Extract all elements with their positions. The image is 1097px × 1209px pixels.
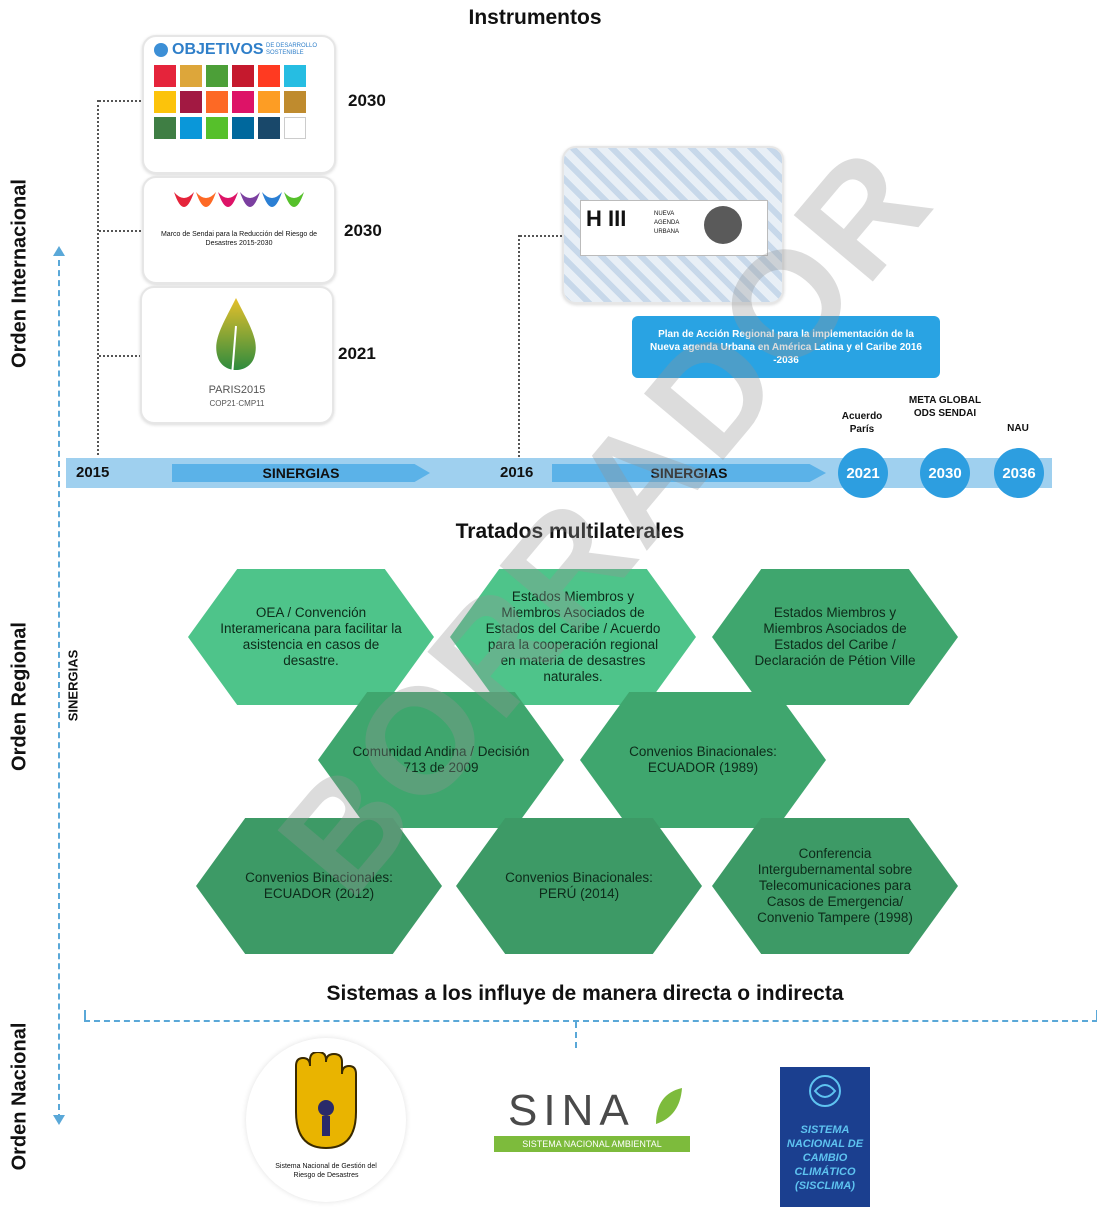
connector-vertical xyxy=(97,100,99,455)
treaty-text: Estados Miembros y Miembros Asociados de… xyxy=(485,589,661,684)
plan-accion-box: Plan de Acción Regional para la implemen… xyxy=(632,316,940,378)
title-tratados: Tratados multilaterales xyxy=(455,520,685,543)
milestone-label-paris: Acuerdo París xyxy=(841,411,883,435)
treaty-hex-caribe-acuerdo: Estados Miembros y Miembros Asociados de… xyxy=(450,569,696,705)
milestone-year-2030: 2030 xyxy=(928,464,962,482)
timeline-middle-year: 2016 xyxy=(500,464,534,481)
title-sistemas: Sistemas a los influye de manera directa… xyxy=(326,982,844,1005)
sisclima-logo: SISTEMA NACIONAL DE CAMBIO CLIMÁTICO (SI… xyxy=(780,1067,870,1207)
sina-logo: SINA SISTEMA NACIONAL AMBIENTAL xyxy=(494,1086,694,1158)
sina-logo-text: SINA xyxy=(508,1086,635,1135)
sngrd-hand-icon xyxy=(295,1052,357,1150)
sngrd-logo-text: Sistema Nacional de Gestión del Riesgo d… xyxy=(275,1163,377,1179)
sngrd-logo: Sistema Nacional de Gestión del Riesgo d… xyxy=(246,1038,406,1202)
treaty-text: Comunidad Andina / Decisión 713 de 2009 xyxy=(352,744,530,775)
milestone-year-2021: 2021 xyxy=(846,464,880,482)
sina-subtext: SISTEMA NACIONAL AMBIENTAL xyxy=(522,1139,662,1149)
treaty-text: Convenios Binacionales: PERÚ (2014) xyxy=(505,870,653,901)
connector-habitat xyxy=(520,235,562,237)
connector-habitat-vertical xyxy=(518,235,520,457)
plan-accion-text: Plan de Acción Regional para la implemen… xyxy=(650,328,922,366)
treaty-hex-ecuador-1989: Convenios Binacionales: ECUADOR (1989) xyxy=(580,692,826,828)
sina-subtext-bar: SISTEMA NACIONAL AMBIENTAL xyxy=(494,1136,690,1152)
sdg-year: 2030 xyxy=(348,91,386,110)
vertical-dashed-arrow xyxy=(58,250,60,1120)
sisclima-logo-text: SISTEMA NACIONAL DE CAMBIO CLIMÁTICO (SI… xyxy=(786,1124,864,1192)
sisclima-globe-icon xyxy=(809,1075,841,1107)
milestone-2030: 2030 xyxy=(920,448,970,498)
label-orden-internacional: Orden Internacional xyxy=(8,179,31,368)
paris-logo-card: PARIS2015 COP21·CMP11 xyxy=(140,286,334,424)
treaty-hex-caribe-declaracion: Estados Miembros y Miembros Asociados de… xyxy=(712,569,958,705)
arrow-up-head xyxy=(53,246,65,256)
treaty-hex-peru-2014: Convenios Binacionales: PERÚ (2014) xyxy=(456,818,702,954)
habitat-logo-h: H III xyxy=(586,206,627,231)
milestone-year-2036: 2036 xyxy=(1002,464,1036,482)
habitat-logo-card: H III NUEVA AGENDA URBANA xyxy=(562,146,784,304)
arrow-down-head xyxy=(53,1115,65,1125)
sdg-grid xyxy=(152,63,330,141)
treaty-hex-oea: OEA / Convención Interamericana para fac… xyxy=(188,569,434,705)
paris-logo-subtext: COP21·CMP11 xyxy=(209,399,265,408)
label-sinergias-vertical: SINERGIAS xyxy=(65,649,81,722)
treaty-text: Convenios Binacionales: ECUADOR (2012) xyxy=(245,870,393,901)
treaty-hex-ecuador-2012: Convenios Binacionales: ECUADOR (2012) xyxy=(196,818,442,954)
sdg-logo-card: OBJETIVOS DE DESARROLLO SOSTENIBLE xyxy=(142,35,336,174)
treaty-text: Convenios Binacionales: ECUADOR (1989) xyxy=(629,744,777,775)
sendai-emblem-icon xyxy=(174,192,304,207)
treaty-hex-comunidad-andina: Comunidad Andina / Decisión 713 de 2009 xyxy=(318,692,564,828)
sdg-logo-text: OBJETIVOS xyxy=(172,41,264,58)
connector-paris xyxy=(99,355,141,357)
systems-bracket xyxy=(84,1010,1097,1022)
synergy-arrow-1 xyxy=(172,464,430,482)
milestone-2021: 2021 xyxy=(838,448,888,498)
treaty-hex-tampere: Conferencia Intergubernamental sobre Tel… xyxy=(712,818,958,954)
sdg-logo-subtext: DE DESARROLLO SOSTENIBLE xyxy=(266,43,318,56)
sendai-logo-text: Marco de Sendai para la Reducción del Ri… xyxy=(160,231,318,247)
treaty-text: Conferencia Intergubernamental sobre Tel… xyxy=(757,846,913,925)
connector-sdg xyxy=(99,100,141,102)
treaty-text: OEA / Convención Interamericana para fac… xyxy=(220,605,402,668)
milestone-2036: 2036 xyxy=(994,448,1044,498)
paris-leaf-icon xyxy=(216,298,256,377)
sendai-year: 2030 xyxy=(344,221,382,240)
synergy-label-2: SINERGIAS xyxy=(650,465,728,481)
un-emblem-icon xyxy=(154,43,168,57)
habitat-logo-caption: NUEVA AGENDA URBANA xyxy=(654,211,680,235)
timeline-start-year: 2015 xyxy=(76,464,110,481)
milestone-label-meta-global: META GLOBAL ODS SENDAI xyxy=(908,395,982,419)
label-orden-regional: Orden Regional xyxy=(8,622,31,771)
systems-bracket-stem xyxy=(575,1022,577,1048)
paris-year: 2021 xyxy=(338,344,376,363)
treaty-text: Estados Miembros y Miembros Asociados de… xyxy=(754,605,916,668)
connector-sendai xyxy=(99,230,141,232)
paris-logo-text: PARIS2015 xyxy=(208,384,266,396)
un-habitat-emblem-icon xyxy=(704,206,742,244)
milestone-label-nau: NAU xyxy=(1007,423,1029,434)
synergy-label-1: SINERGIAS xyxy=(262,465,340,481)
sina-leaf-icon xyxy=(656,1088,682,1124)
label-orden-nacional: Orden Nacional xyxy=(8,1022,31,1171)
title-instrumentos: Instrumentos xyxy=(468,6,602,29)
synergy-arrow-2 xyxy=(552,464,826,482)
sendai-logo-card: Marco de Sendai para la Reducción del Ri… xyxy=(142,176,336,284)
